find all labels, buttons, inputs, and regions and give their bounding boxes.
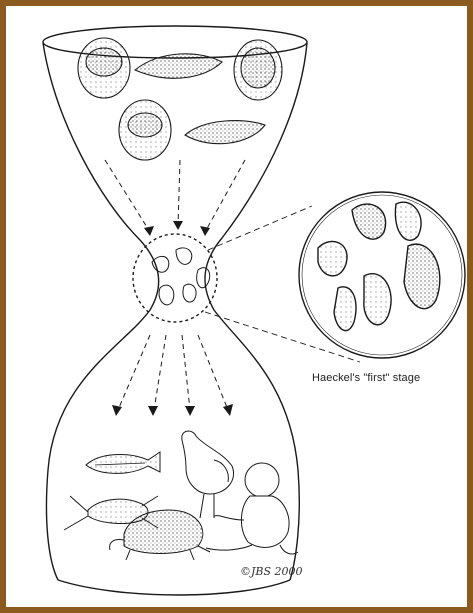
embryo-flat-2 xyxy=(185,121,265,144)
callout-label: Haeckel's "first" stage xyxy=(312,372,452,384)
chicken xyxy=(182,431,234,518)
bottom-arrows xyxy=(118,335,228,410)
early-embryo-cluster xyxy=(152,248,210,305)
bottom-arrowheads xyxy=(112,404,233,416)
artist-signature: ©JBS 2000 xyxy=(240,565,303,578)
zebrafish xyxy=(86,452,160,473)
callout-circle xyxy=(299,192,465,358)
top-eggs xyxy=(78,38,282,160)
